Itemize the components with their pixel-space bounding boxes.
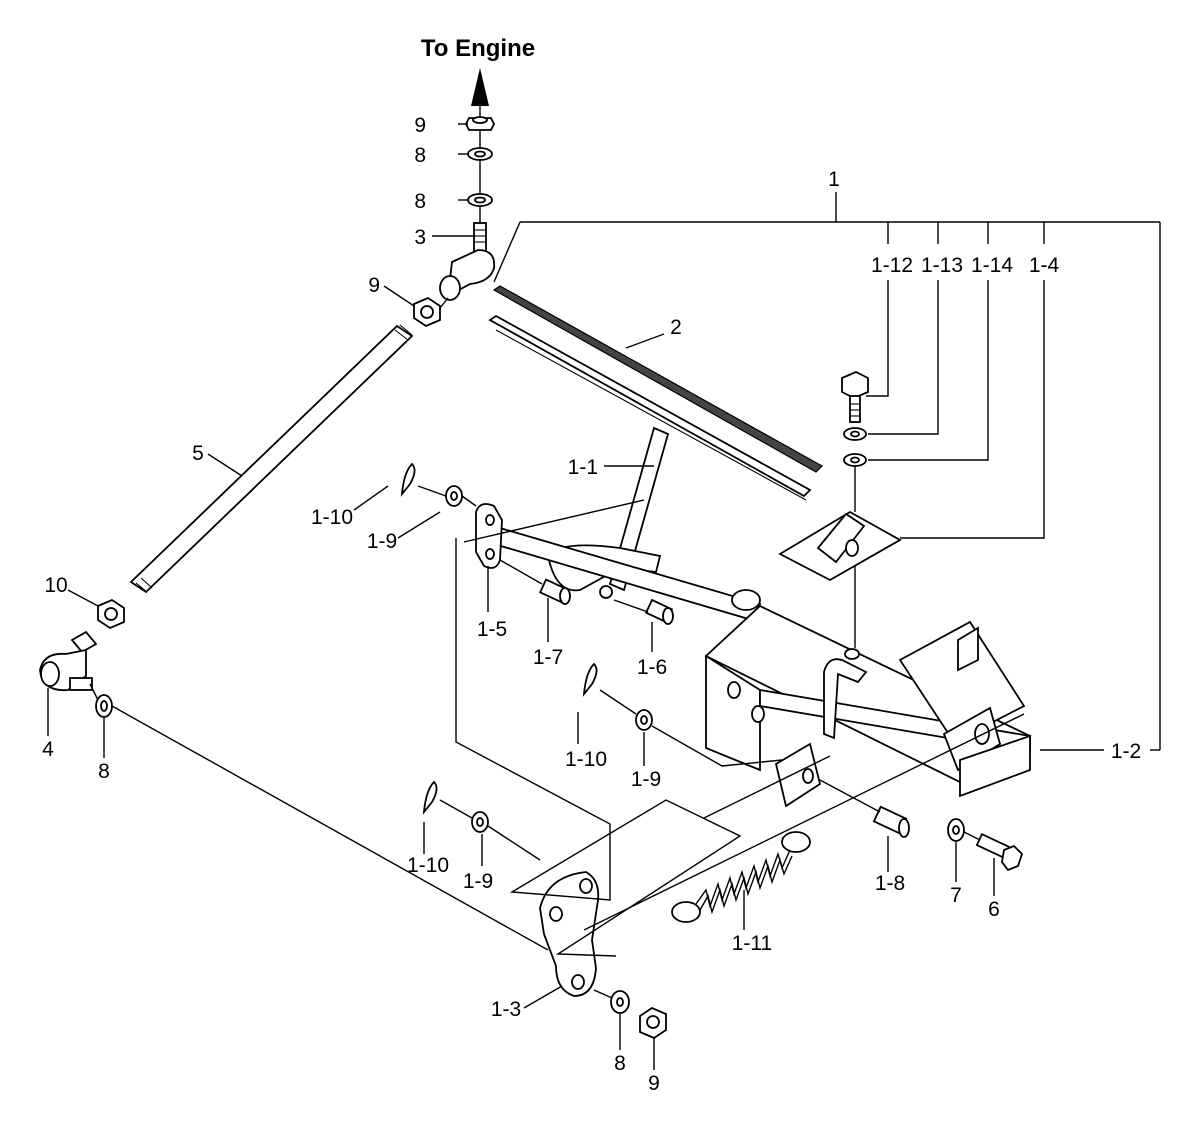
label-8-c: 8 [98, 760, 110, 783]
label-9-top: 9 [414, 114, 426, 137]
label-1-5: 1-5 [477, 618, 507, 641]
label-1-7: 1-7 [533, 646, 563, 669]
label-1-6: 1-6 [637, 656, 667, 679]
label-8-a: 8 [414, 144, 426, 167]
label-1-12: 1-12 [871, 254, 913, 277]
label-1-13: 1-13 [921, 254, 963, 277]
label-1-14: 1-14 [971, 254, 1013, 277]
bracket-1-4 [778, 510, 902, 582]
label-1-10-c: 1-10 [407, 854, 449, 877]
pedal-pad-2 [488, 285, 823, 501]
label-1: 1 [828, 168, 840, 191]
label-1-9-b: 1-9 [631, 768, 661, 791]
label-1-9-a: 1-9 [367, 530, 397, 553]
frame-1-2 [704, 604, 1032, 808]
washer-1-9-c [471, 811, 489, 833]
pedal-arm-1-1 [492, 426, 762, 622]
pin-1-8 [872, 805, 910, 838]
label-1-10-b: 1-10 [565, 748, 607, 771]
cotter-pin-1-10-c [422, 780, 438, 815]
label-3: 3 [414, 226, 426, 249]
pin-1-6 [644, 598, 674, 625]
washer-1-13 [843, 427, 867, 441]
label-8-d: 8 [614, 1052, 626, 1075]
bolt-1-12 [841, 371, 869, 423]
cotter-pin-1-10-a [400, 462, 416, 497]
rod-5 [129, 324, 414, 594]
label-9-mid: 9 [368, 274, 380, 297]
top-washer-8a [467, 147, 493, 161]
nut-9-mid [413, 296, 441, 328]
to-engine-arrow [471, 68, 489, 116]
ball-stud-3 [473, 222, 487, 252]
label-7: 7 [950, 884, 962, 907]
callout-labels: 9 8 8 3 9 1 1-12 1-13 1-14 1-4 2 1-1 5 1… [42, 114, 1141, 1095]
washer-7 [947, 818, 965, 842]
washer-8-bottom [610, 990, 630, 1014]
label-8-b: 8 [414, 190, 426, 213]
washer-8-left [95, 694, 113, 718]
label-1-1: 1-1 [568, 456, 598, 479]
top-nut-9 [464, 116, 496, 131]
leader-lines [47, 123, 1161, 1070]
label-6: 6 [988, 898, 1000, 921]
label-1-10-a: 1-10 [311, 506, 353, 529]
ball-joint-upper [439, 249, 496, 301]
spring-1-11 [671, 831, 811, 923]
label-1-8: 1-8 [875, 872, 905, 895]
label-9-bottom: 9 [648, 1072, 660, 1095]
label-4: 4 [42, 738, 54, 761]
label-1-11: 1-11 [732, 932, 772, 955]
washer-1-14 [843, 453, 867, 467]
top-washer-8b [467, 193, 493, 207]
pin-1-7 [538, 578, 571, 605]
cotter-pin-1-10-b [582, 662, 598, 697]
label-10: 10 [44, 574, 67, 597]
label-1-3: 1-3 [491, 998, 521, 1021]
label-1-2: 1-2 [1111, 740, 1141, 763]
nut-10 [97, 598, 125, 630]
nut-9-bottom [639, 1006, 667, 1040]
label-2: 2 [670, 316, 682, 339]
assembly-outlines [455, 499, 1025, 957]
bolt-6 [975, 833, 1024, 872]
label-1-4: 1-4 [1029, 254, 1060, 277]
ball-joint-lower-4 [39, 630, 98, 692]
diagram-title: To Engine [421, 35, 535, 62]
label-1-9-c: 1-9 [463, 870, 493, 893]
washer-1-9-b [635, 709, 653, 731]
washer-1-9-a [445, 485, 463, 507]
label-5: 5 [192, 442, 204, 465]
lever-1-3 [539, 871, 600, 997]
